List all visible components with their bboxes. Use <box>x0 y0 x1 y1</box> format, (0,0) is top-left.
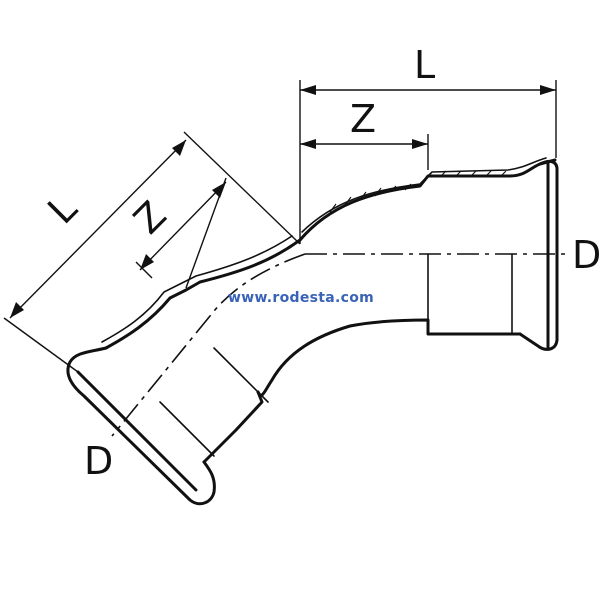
arrow-offset-top-left <box>300 139 316 149</box>
left-socket-bead <box>66 346 216 506</box>
ext-line-side-bottom <box>3 317 79 373</box>
label-length-side: L <box>39 186 85 232</box>
arrow-offset-top-right <box>412 139 428 149</box>
arrow-offset-side-bottom <box>140 254 154 270</box>
arrow-offset-side-top <box>212 182 226 198</box>
left-socket-stop-inner <box>213 347 269 403</box>
label-diameter-left: D <box>84 439 113 483</box>
right-socket-outer-top <box>298 158 557 242</box>
right-wall-hatching <box>329 170 507 213</box>
elbow-outer-inner-wall <box>101 235 293 343</box>
label-diameter-right: D <box>572 233 600 277</box>
label-offset-top: Z <box>350 97 376 141</box>
left-socket-stop-outer <box>159 401 215 457</box>
elbow-outer-curve <box>104 238 302 350</box>
left-socket <box>66 346 269 506</box>
side-dimensions <box>3 131 301 373</box>
right-socket-outer-bottom <box>348 318 522 336</box>
center-lines <box>111 253 570 437</box>
tick-offset-side-bottom <box>135 261 153 279</box>
left-socket-outer-bottom <box>202 390 264 464</box>
label-length-top: L <box>414 43 435 87</box>
top-dimensions <box>299 80 557 244</box>
left-socket-end-face <box>76 370 198 492</box>
arrow-length-side-top <box>172 140 186 156</box>
right-socket-inner-top <box>301 157 547 233</box>
elbow-inner-curve <box>256 324 352 397</box>
ext-line-side-top <box>183 131 301 245</box>
dim-line-length-side <box>9 139 187 319</box>
right-socket <box>298 157 559 351</box>
arrow-length-side-bottom <box>10 302 24 318</box>
centerline-left <box>111 315 211 437</box>
elbow-bend <box>101 235 352 397</box>
right-socket-bead <box>518 159 559 351</box>
label-offset-side: Z <box>125 193 175 243</box>
arrow-length-top-right <box>540 85 556 95</box>
watermark-text: www.rodesta.com <box>228 290 374 306</box>
centerline-bend <box>209 253 306 317</box>
dim-line-offset-side <box>139 181 227 271</box>
arrow-length-top-left <box>300 85 316 95</box>
